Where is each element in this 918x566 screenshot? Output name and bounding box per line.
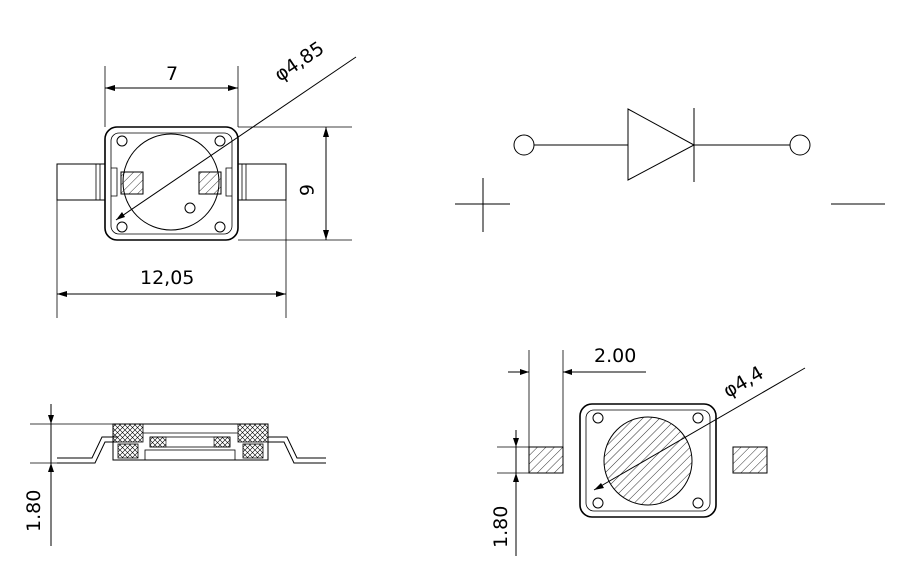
switch-body: [104, 126, 239, 241]
footprint-view: 2.00 φ4,4 1.80: [490, 345, 806, 556]
hatched-pad: [120, 171, 144, 195]
dim-footprint-diameter: φ4,4: [720, 362, 768, 402]
footprint-inner-frame: [585, 409, 711, 512]
top-view: 7 φ4,85 6 12,05: [56, 37, 357, 318]
side-view: 1.80: [23, 404, 326, 546]
corner-hole: [214, 221, 226, 233]
corner-hole: [592, 497, 604, 509]
corner-hole: [692, 412, 704, 424]
diode-triangle: [627, 108, 696, 181]
corner-hole: [116, 221, 128, 233]
dim-top-width: 7: [166, 63, 178, 85]
footprint-pad-right: [732, 446, 768, 474]
dim-footprint-height: 1.80: [490, 506, 512, 548]
diode-symbol: [455, 108, 885, 232]
anode-terminal: [513, 134, 535, 156]
dim-footprint-gap: 2.00: [594, 345, 636, 367]
right-lead: [237, 163, 287, 201]
corner-hole: [116, 135, 128, 147]
footprint-body: [579, 403, 717, 518]
corner-hole: [214, 135, 226, 147]
hatched-pad: [198, 171, 222, 195]
corner-hole: [592, 412, 604, 424]
footprint-pad-left: [528, 446, 564, 474]
left-lead: [56, 163, 106, 201]
dim-top-total-width: 12,05: [140, 267, 194, 289]
switch-inner-frame: [110, 132, 233, 235]
dim-top-diameter: φ4,85: [270, 37, 328, 86]
cathode-terminal: [789, 134, 811, 156]
corner-hole: [184, 202, 196, 214]
dim-top-height: 6: [295, 184, 317, 196]
dim-side-height: 1.80: [23, 490, 45, 532]
corner-hole: [692, 497, 704, 509]
hatched-actuator: [603, 416, 693, 506]
